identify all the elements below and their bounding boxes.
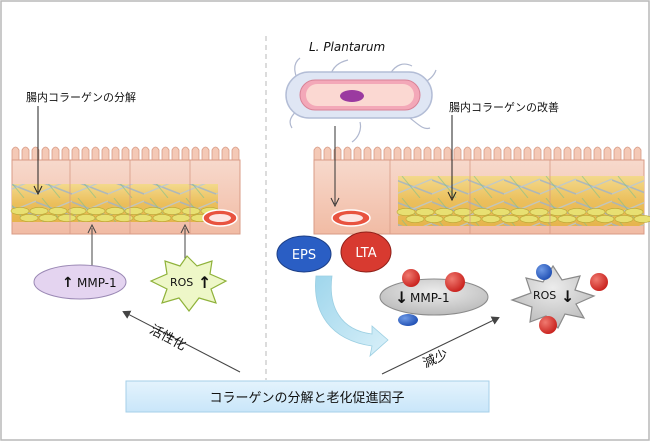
ros-left-label: ROS bbox=[170, 276, 193, 289]
mmp1-left-up-arrow: ↑ bbox=[62, 275, 74, 291]
bacterium-label: L. Plantarum bbox=[309, 40, 385, 54]
ros-right-down-arrow: ↓ bbox=[561, 287, 574, 306]
right-tissue bbox=[313, 146, 650, 235]
activate-arrow bbox=[122, 310, 241, 373]
right-caption: 腸内コラーゲンの改善 bbox=[449, 100, 559, 114]
red-molecule-icon bbox=[445, 272, 465, 292]
right-villi bbox=[313, 146, 642, 162]
ros-left-node: ROS ↑ bbox=[149, 255, 228, 312]
left-caption: 腸内コラーゲンの分解 bbox=[26, 90, 136, 104]
ros-right-label: ROS bbox=[533, 289, 556, 302]
red-molecule-icon bbox=[590, 273, 608, 291]
right-collagen-beads bbox=[396, 208, 650, 223]
curved-flow-arrow bbox=[315, 275, 389, 358]
ros-left-up-arrow: ↑ bbox=[198, 273, 211, 292]
mmp1-right-down-arrow: ↓ bbox=[395, 288, 408, 307]
left-villi bbox=[11, 146, 240, 162]
mmp1-right-node: ↓ MMP-1 bbox=[379, 269, 489, 326]
left-collagen-beads bbox=[10, 207, 220, 222]
mmp1-left-label: MMP-1 bbox=[77, 276, 117, 290]
mmp1-right-label: MMP-1 bbox=[410, 291, 450, 305]
lta-label: LTA bbox=[355, 246, 376, 261]
decrease-arrow bbox=[381, 316, 500, 375]
eps-label: EPS bbox=[292, 248, 316, 263]
ros-right-node: ROS ↓ bbox=[510, 264, 608, 334]
red-molecule-icon bbox=[539, 316, 557, 334]
bacterium-icon bbox=[285, 57, 437, 143]
left-tissue bbox=[10, 146, 241, 235]
mmp1-left-node: ↑ MMP-1 bbox=[33, 264, 127, 300]
blue-molecule-icon bbox=[536, 264, 552, 280]
bottom-summary-box: コラーゲンの分解と老化促進因子 bbox=[125, 380, 490, 413]
lta-node: LTA bbox=[340, 231, 392, 273]
eps-node: EPS bbox=[276, 235, 332, 273]
blue-molecule-icon bbox=[398, 314, 418, 326]
bottom-box-label: コラーゲンの分解と老化促進因子 bbox=[209, 391, 404, 406]
red-molecule-icon bbox=[402, 269, 420, 287]
